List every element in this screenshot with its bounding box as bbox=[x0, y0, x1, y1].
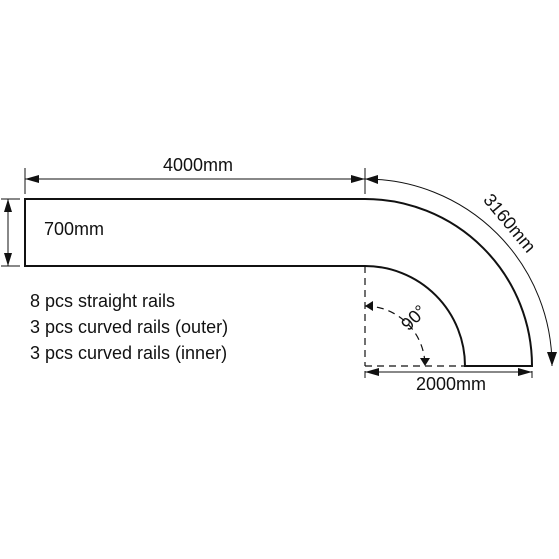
parts-list-item: 3 pcs curved rails (outer) bbox=[30, 317, 228, 337]
arc-arrow-start-icon bbox=[365, 175, 378, 184]
arrow-up-icon bbox=[4, 199, 12, 212]
arc-length-label: 3160mm bbox=[479, 190, 539, 257]
straight-length-label: 4000mm bbox=[163, 155, 233, 175]
radius-arrow-left-icon bbox=[365, 368, 379, 376]
radius-label: 2000mm bbox=[416, 374, 486, 394]
parts-list-item: 8 pcs straight rails bbox=[30, 291, 175, 311]
arrow-left-icon bbox=[25, 175, 39, 183]
arrow-down-icon bbox=[4, 253, 12, 266]
radius-arrow-right-icon bbox=[518, 368, 532, 376]
parts-list-item: 3 pcs curved rails (inner) bbox=[30, 343, 227, 363]
angle-arrow-end-icon bbox=[420, 358, 430, 366]
arc-length-dimension-line bbox=[364, 178, 553, 367]
arc-arrow-end-icon bbox=[547, 352, 557, 366]
angle-label: 90° bbox=[397, 301, 430, 334]
width-label: 700mm bbox=[44, 219, 104, 239]
angle-arrow-start-icon bbox=[365, 301, 373, 311]
track-outline bbox=[24, 198, 534, 367]
arrow-right-icon bbox=[351, 175, 365, 183]
